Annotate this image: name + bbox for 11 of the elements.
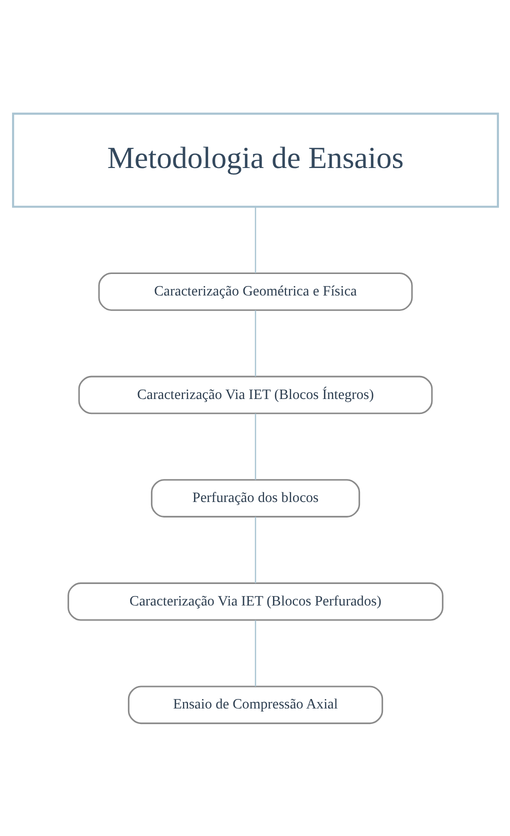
- connector: [254, 620, 256, 686]
- node-box: Caracterização Geométrica e Física: [98, 272, 412, 310]
- node-box: Caracterização Via IET (Blocos Perfurados): [67, 582, 443, 620]
- node-box: Metodologia de Ensaios: [12, 112, 498, 208]
- node-box: Perfuração dos blocos: [150, 478, 360, 517]
- node-box: Ensaio de Compressão Axial: [127, 685, 383, 724]
- connector: [254, 413, 256, 480]
- connector: [254, 516, 256, 583]
- node-box: Caracterização Via IET (Blocos Íntegros): [78, 375, 432, 414]
- connector: [254, 206, 256, 272]
- connector: [254, 310, 256, 376]
